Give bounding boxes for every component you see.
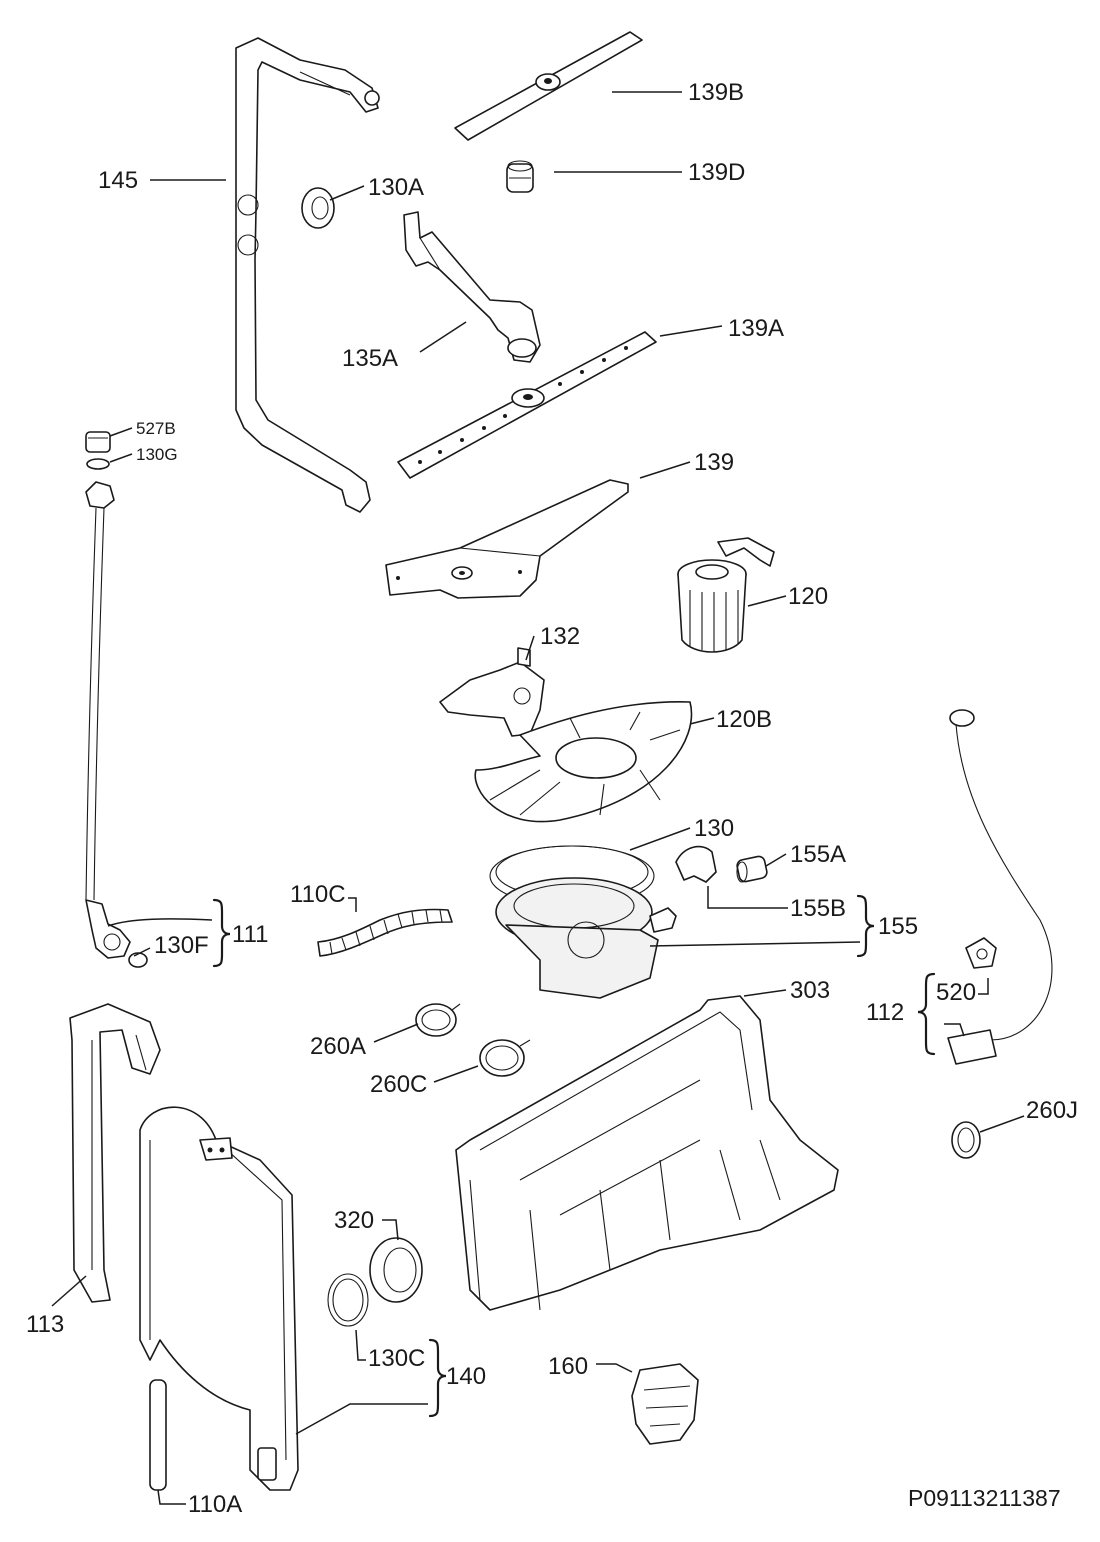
label-155A: 155A <box>790 841 846 868</box>
leader-lines <box>51 91 1025 1505</box>
part-130A-seal[interactable] <box>301 187 335 229</box>
label-260J: 260J <box>1026 1097 1078 1124</box>
part-155-sump[interactable] <box>495 877 677 999</box>
brace-155 <box>856 894 875 958</box>
part-260J-clamp[interactable] <box>951 1121 981 1159</box>
label-110C: 110C <box>290 881 346 908</box>
label-140: 140 <box>446 1363 486 1390</box>
part-260C-clamp[interactable] <box>479 1039 531 1077</box>
label-260A: 260A <box>310 1033 366 1060</box>
label-130C: 130C <box>368 1345 425 1372</box>
brace-111 <box>212 898 231 968</box>
part-303-base-frame[interactable] <box>455 995 839 1311</box>
part-139D-nozzle[interactable] <box>506 160 534 193</box>
part-520-clip[interactable] <box>965 937 997 969</box>
label-112: 112 <box>866 999 904 1026</box>
label-130: 130 <box>694 815 734 842</box>
drawing-reference-number: P09113211387 <box>908 1485 1061 1511</box>
label-139: 139 <box>694 449 734 476</box>
grouping-braces <box>212 894 936 1418</box>
part-130G-washer[interactable] <box>86 458 110 470</box>
label-139B: 139B <box>688 79 744 106</box>
label-520: 520 <box>936 979 976 1006</box>
part-135A-feed-pipe[interactable] <box>403 211 541 363</box>
label-139A: 139A <box>728 315 784 342</box>
part-155A-connector[interactable] <box>736 855 768 883</box>
part-145-spray-pipe[interactable] <box>235 37 380 513</box>
part-140-tank[interactable] <box>139 1106 299 1491</box>
label-155: 155 <box>878 913 918 940</box>
part-110C-hose[interactable] <box>317 908 453 957</box>
label-155B: 155B <box>790 895 846 922</box>
label-260C: 260C <box>370 1071 427 1098</box>
label-320: 320 <box>334 1207 374 1234</box>
label-160: 160 <box>548 1353 588 1380</box>
label-120B: 120B <box>716 706 772 733</box>
part-labels: 145 130A 139B 139D 135A 139A 527B 130G 1… <box>26 79 1078 1518</box>
label-145: 145 <box>98 167 138 194</box>
part-260A-clamp[interactable] <box>415 1003 461 1037</box>
brace-112 <box>917 972 936 1056</box>
label-130F: 130F <box>154 932 209 959</box>
part-120B-micro-filter[interactable] <box>474 701 693 823</box>
part-112-drain-hose[interactable] <box>947 709 1053 1065</box>
part-110A-tube[interactable] <box>149 1379 167 1491</box>
label-113: 113 <box>26 1311 64 1338</box>
part-130F-ring[interactable] <box>128 952 148 968</box>
label-139D: 139D <box>688 159 745 186</box>
part-139B-top-spray-arm[interactable] <box>454 31 643 141</box>
part-113-duct[interactable] <box>69 1003 161 1303</box>
part-111-hose-assembly[interactable] <box>85 481 131 959</box>
label-130A: 130A <box>368 174 424 201</box>
part-139-lower-spray-arm[interactable] <box>385 479 629 599</box>
part-120-filter[interactable] <box>677 537 775 653</box>
label-132: 132 <box>540 623 580 650</box>
part-155B-cover[interactable] <box>675 845 717 883</box>
label-303: 303 <box>790 977 830 1004</box>
brace-140 <box>428 1338 447 1418</box>
part-160-pump[interactable] <box>631 1363 699 1445</box>
part-527B-cap[interactable] <box>85 431 111 453</box>
label-135A: 135A <box>342 345 398 372</box>
part-132-sensor[interactable] <box>439 647 545 737</box>
part-130C-seal[interactable] <box>327 1273 369 1327</box>
label-527B: 527B <box>136 419 176 438</box>
part-320-seal[interactable] <box>369 1237 423 1303</box>
label-111: 111 <box>232 921 268 948</box>
part-139A-middle-spray-arm[interactable] <box>397 331 657 479</box>
label-130G: 130G <box>136 445 178 464</box>
label-110A: 110A <box>188 1491 242 1518</box>
label-120: 120 <box>788 583 828 610</box>
